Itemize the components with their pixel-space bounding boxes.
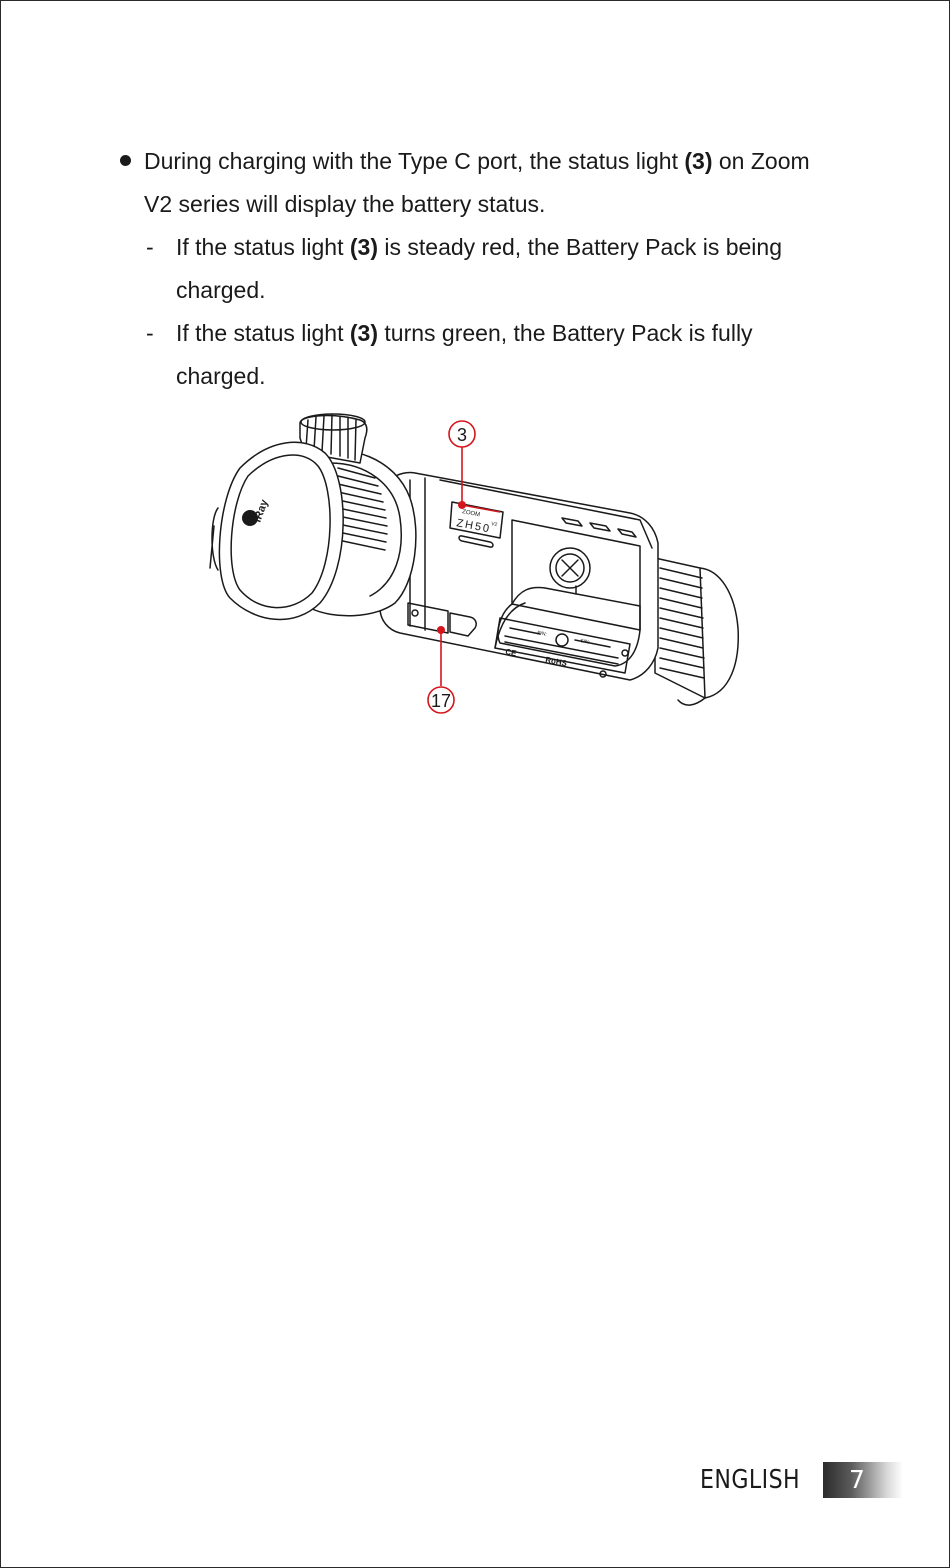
bullet-dot: [120, 155, 131, 166]
sub-text-before: If the status light: [176, 234, 350, 260]
sub-ref: (3): [349, 234, 378, 260]
callout-status-light: 3: [448, 420, 501, 513]
brand-logo-mark: [242, 510, 258, 526]
sub-item-turns-green: - If the status light (3) turns green, t…: [118, 312, 838, 398]
sub-ref: (3): [349, 320, 378, 346]
sub-dash: -: [146, 234, 154, 260]
sub-text-after: turns green, the Battery Pack is fully c…: [176, 320, 753, 389]
rohs-label: RoHS: [545, 655, 569, 668]
device-illustration: iRay ZOOM ZH50 V2 P/N: S/N: CE RoHS 3 17: [200, 408, 750, 728]
sub-text-after: is steady red, the Battery Pack is being…: [176, 234, 782, 303]
callout-3-circle: [448, 420, 476, 448]
type-c-port-dot: [437, 626, 445, 634]
pn-label: P/N:: [537, 630, 548, 638]
callout-3-number: 3: [457, 425, 467, 445]
footer-language: ENGLISH: [700, 1465, 801, 1495]
bullet-text-before: During charging with the Type C port, th…: [144, 148, 685, 174]
sub-item-steady-red: - If the status light (3) is steady red,…: [118, 226, 838, 312]
bullet-text-after: on Zoom V2 series will display the batte…: [144, 148, 810, 217]
sub-text-before: If the status light: [176, 320, 350, 346]
footer-page-tab: 7: [823, 1462, 903, 1498]
eyepiece: [654, 557, 739, 706]
sub-dash: -: [146, 320, 154, 346]
callout-17-number: 17: [431, 691, 451, 711]
main-body: [379, 471, 659, 681]
zoom-label: ZOOM: [462, 509, 481, 518]
bullet-item-charging-status: During charging with the Type C port, th…: [118, 140, 838, 226]
callout-3-underline: [461, 504, 501, 513]
lens-cap: [209, 441, 344, 621]
sn-label: S/N:: [580, 638, 591, 646]
status-light-dot: [458, 501, 466, 509]
ce-label: CE: [505, 647, 518, 658]
bullet-ref: (3): [684, 148, 713, 174]
callout-17-circle: [427, 686, 455, 714]
instruction-text: During charging with the Type C port, th…: [118, 140, 838, 398]
device-drawing: iRay ZOOM ZH50 V2 P/N: S/N: CE RoHS 3 17: [209, 413, 739, 714]
page-number: 7: [849, 1465, 865, 1494]
callout-type-c-port: 17: [427, 626, 455, 714]
model-suffix-label: V2: [491, 521, 498, 528]
